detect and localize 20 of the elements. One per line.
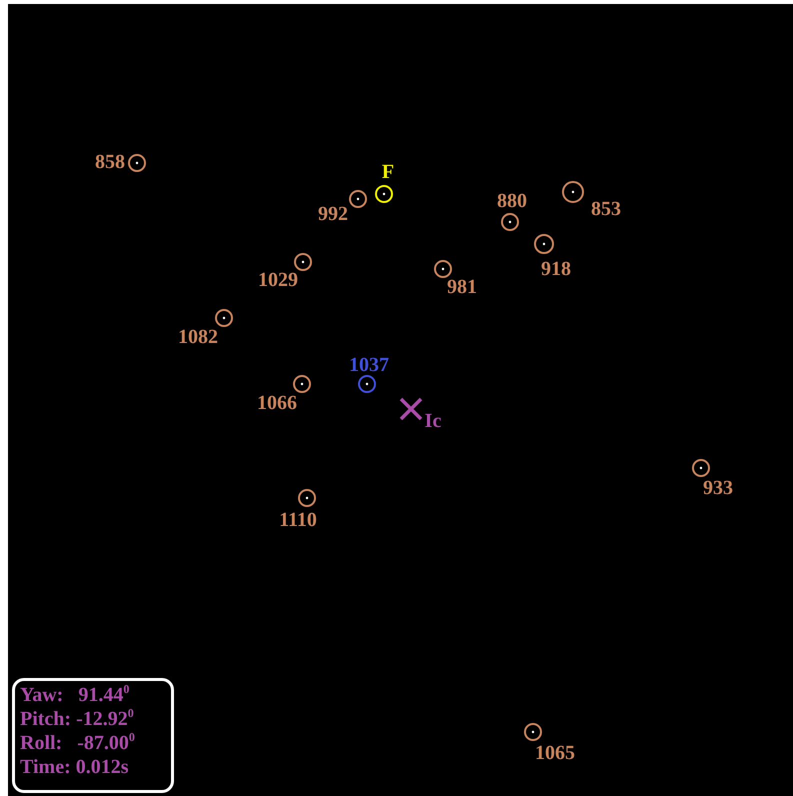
point-label: 918 — [541, 258, 571, 280]
point-label: 981 — [447, 276, 477, 298]
point-label: 1029 — [258, 269, 298, 291]
point-label: F — [382, 161, 394, 183]
point-label: 1065 — [535, 742, 575, 764]
point-label: 1082 — [178, 326, 218, 348]
point-label: 933 — [703, 477, 733, 499]
point-label: 992 — [318, 203, 348, 225]
point-label: 1110 — [279, 509, 317, 531]
readout-text: Roll: -87.00$^{0}$ — [20, 731, 136, 755]
point-label: 858 — [95, 151, 125, 173]
readout-text: Time: 0.012s — [20, 755, 130, 779]
point-label: 1066 — [257, 392, 297, 414]
point-label: Ic — [424, 410, 442, 432]
info-panel — [12, 678, 174, 793]
point-label: 880 — [497, 190, 527, 212]
point-label: 1037 — [349, 354, 389, 376]
readout-text: Pitch: -12.92$^{0}$ — [20, 707, 135, 731]
readout-text: Yaw: 91.44$^{0}$ — [20, 683, 130, 707]
point-label: 853 — [591, 198, 621, 220]
